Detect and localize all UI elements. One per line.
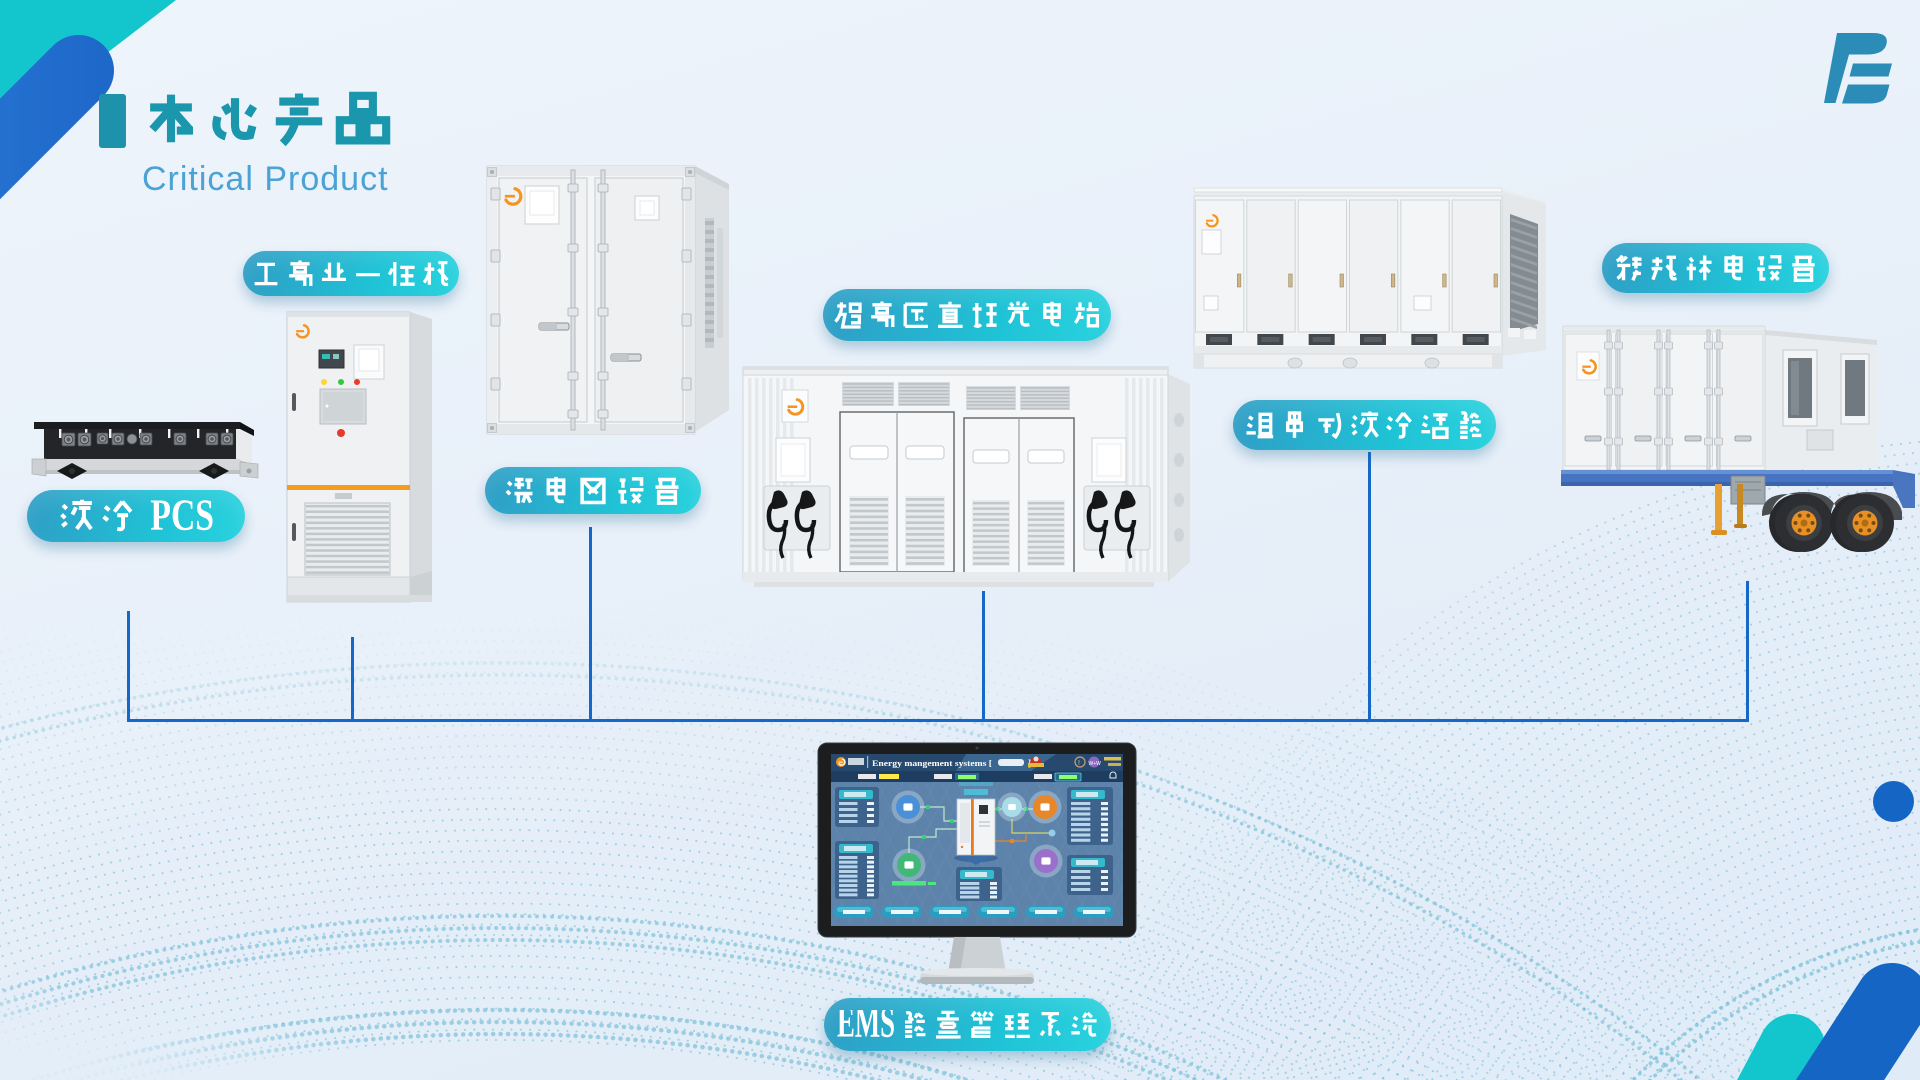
svg-text:PCS: PCS [142, 498, 214, 534]
svg-text:EMS: EMS [837, 1010, 895, 1040]
svg-text:!: ! [1078, 760, 1080, 767]
svg-text:Energy mangement systems [: Energy mangement systems [ [872, 758, 992, 768]
svg-text:W+W: W+W [1089, 761, 1102, 767]
